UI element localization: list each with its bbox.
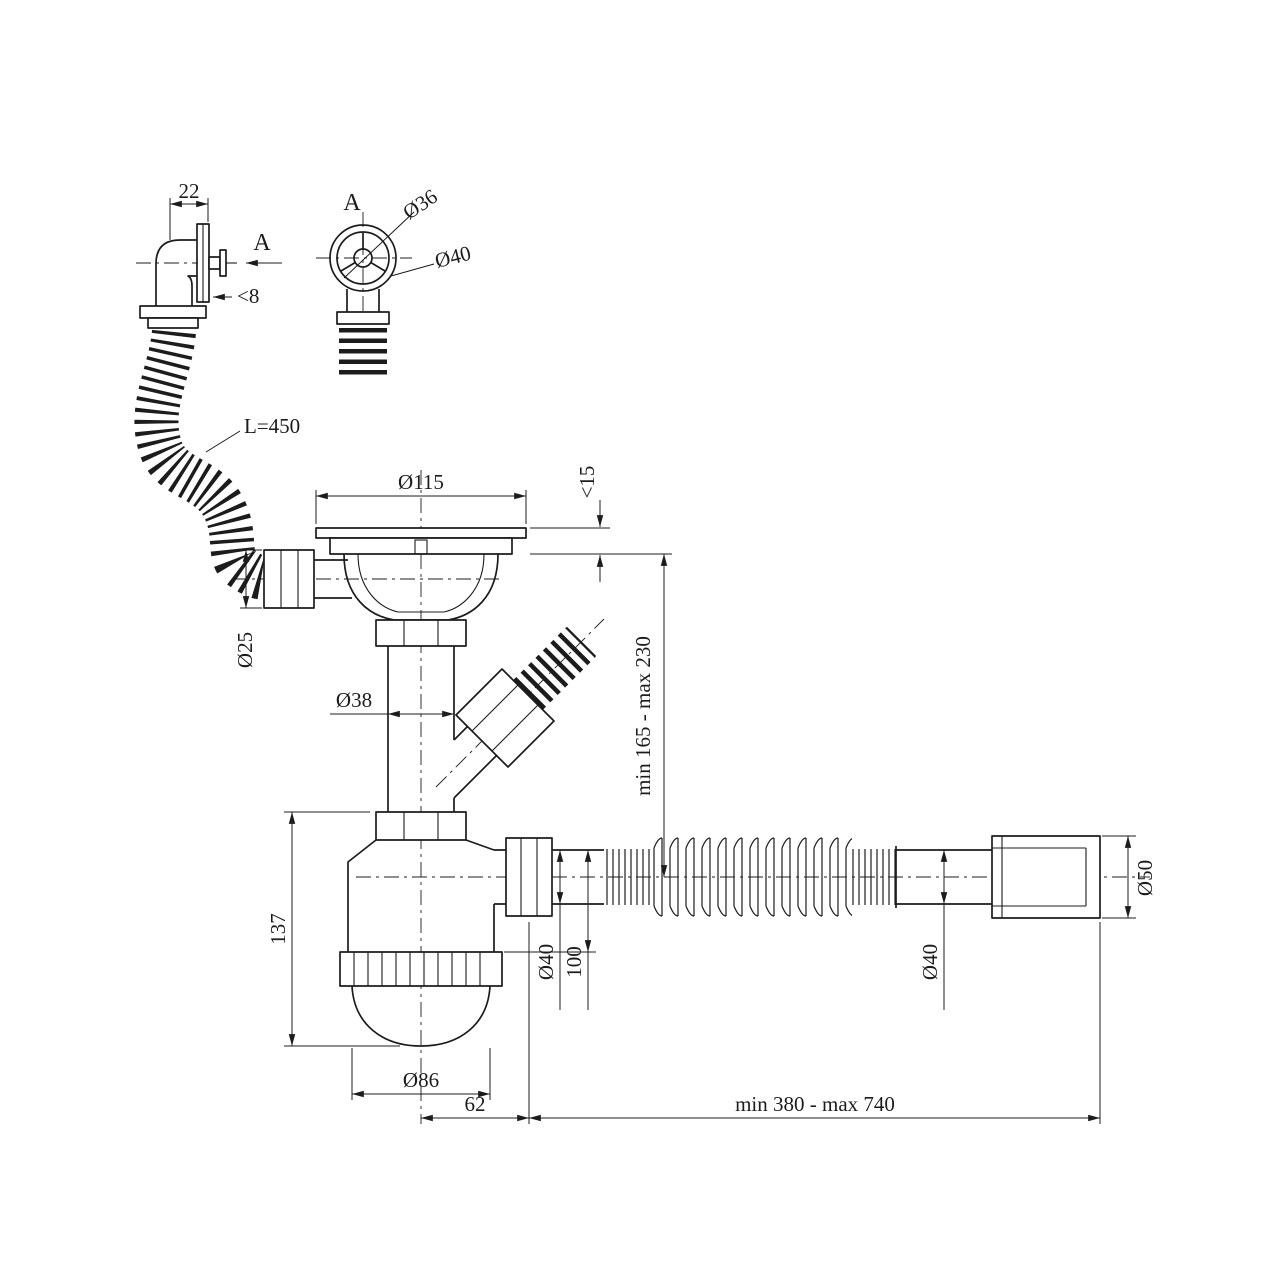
outlet-stub xyxy=(494,849,506,905)
outlet-thread-left xyxy=(604,846,650,908)
overflow-inlet-tube xyxy=(314,559,352,599)
label-overflow-connection-diameter: Ø25 xyxy=(233,632,257,668)
overflow-nut-facets xyxy=(280,550,299,608)
body-left-wall xyxy=(347,839,377,952)
label-strainer-diameter: Ø115 xyxy=(398,470,444,494)
branch-hose-ribs xyxy=(513,627,596,710)
section-flange xyxy=(336,311,390,325)
branch-end-cap xyxy=(565,626,597,658)
label-overflow-elbow-diameter: Ø40 xyxy=(432,241,473,273)
dimension-lines xyxy=(170,200,1132,1122)
tailpipe-top-nut-facets xyxy=(403,620,439,646)
siphon-body xyxy=(339,839,503,1047)
overflow-elbow xyxy=(139,223,237,329)
outlet-bellows xyxy=(650,835,852,919)
label-tailpipe-diameter: Ø38 xyxy=(336,688,372,712)
body-right-wall xyxy=(465,839,495,952)
outlet-assembly xyxy=(494,835,1101,919)
overflow-elbow-inner-wall xyxy=(187,275,197,306)
label-grid-diameter: Ø36 xyxy=(398,184,441,224)
overflow-elbow-outer-wall xyxy=(155,239,197,306)
label-pipe-end-diameter: Ø40 xyxy=(918,944,942,980)
extension-lines-path xyxy=(169,198,1136,1124)
label-section-title: A xyxy=(343,190,361,216)
branch-nut-facets xyxy=(471,684,539,752)
tailpipe-bottom-nut xyxy=(375,811,467,841)
label-flange-height: <15 xyxy=(575,466,599,499)
flange-top-lip xyxy=(315,527,527,539)
siphon-dome xyxy=(351,985,491,1047)
drain-cup-inner xyxy=(357,553,485,613)
overflow-connector-nut xyxy=(263,549,352,609)
overflow-elbow-collar xyxy=(147,317,199,329)
outlet-nut-facets xyxy=(520,838,538,916)
overflow-elbow-flange xyxy=(139,305,207,319)
end-sleeve xyxy=(991,835,1101,919)
overflow-flex-hose xyxy=(134,329,268,600)
label-installation-height: min 165 - max 230 xyxy=(631,636,655,796)
overflow-screw-head xyxy=(219,249,227,277)
overflow-nut-body xyxy=(263,549,315,609)
label-outlet-drop: 100 xyxy=(562,946,586,978)
leader-overflow-elbow-diameter xyxy=(390,263,435,277)
section-view-a xyxy=(329,224,397,380)
overflow-ring-outer xyxy=(329,224,397,292)
label-outlet-offset: 62 xyxy=(465,1092,486,1116)
outlet-thread-right xyxy=(852,846,896,908)
label-panel-thickness: <8 xyxy=(237,284,259,308)
label-outlet-diameter: Ø40 xyxy=(534,944,558,980)
label-elbow-depth: 22 xyxy=(179,179,200,203)
extension-lines xyxy=(169,198,1136,1124)
overflow-hose-ribs xyxy=(134,329,268,600)
drain-grid-spokes xyxy=(340,233,386,272)
overflow-screw-shaft xyxy=(208,256,221,270)
label-section-arrow: A xyxy=(253,230,271,256)
sink-flange xyxy=(315,527,527,621)
section-neck xyxy=(346,289,380,312)
label-hose-length: L=450 xyxy=(244,414,300,438)
leader-hose-length xyxy=(205,430,241,453)
label-body-diameter: Ø86 xyxy=(403,1068,439,1092)
siphon-collar-notches xyxy=(353,952,481,986)
appliance-inlet-branch xyxy=(453,626,597,799)
tailpipe-top-nut xyxy=(375,619,467,647)
outlet-nut xyxy=(505,837,553,917)
label-body-height: 137 xyxy=(266,913,290,945)
leader-grid-diameter xyxy=(343,211,415,279)
branch-tube-edges xyxy=(453,725,498,799)
tailpipe xyxy=(375,619,467,841)
labels: 22 A <8 A Ø36 Ø40 L=450 Ø115 <15 Ø25 Ø38… xyxy=(179,179,1158,1116)
label-sleeve-diameter: Ø50 xyxy=(1133,860,1157,896)
flange-center-screw xyxy=(414,539,428,555)
siphon-collar xyxy=(339,951,503,987)
label-outlet-length-range: min 380 - max 740 xyxy=(735,1092,895,1116)
tailpipe-bottom-nut-facets xyxy=(403,812,439,840)
overflow-ring-inner xyxy=(336,231,390,285)
tailpipe-walls xyxy=(387,646,455,812)
end-sleeve-inner xyxy=(992,836,1087,918)
